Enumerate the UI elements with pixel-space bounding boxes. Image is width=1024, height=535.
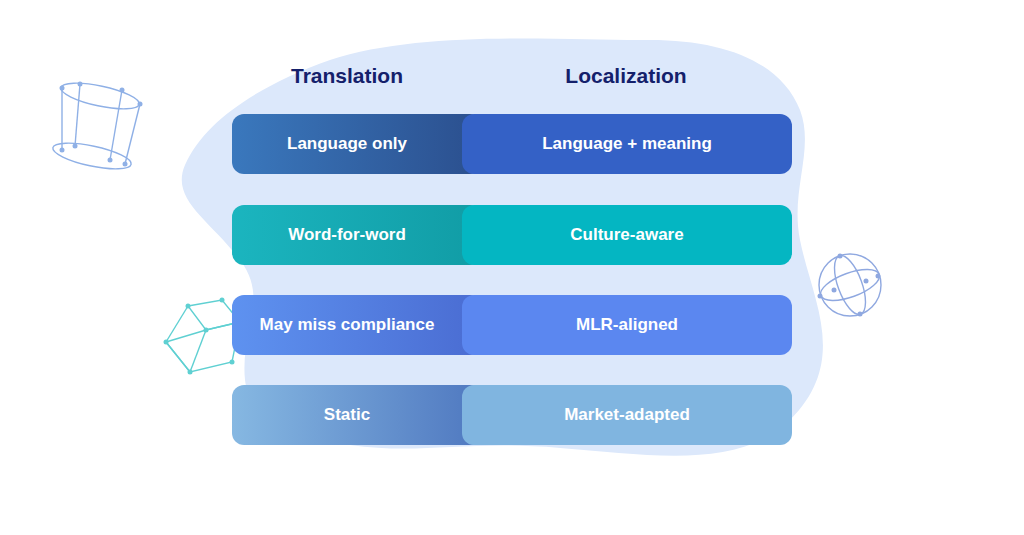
localization-cell: Culture-aware xyxy=(462,205,792,265)
cell-text: Language only xyxy=(287,134,407,154)
cell-text: MLR-aligned xyxy=(576,315,678,335)
cell-text: May miss compliance xyxy=(260,315,435,335)
translation-cell: Static xyxy=(232,385,482,445)
cell-text: Static xyxy=(324,405,370,425)
cube-icon xyxy=(164,298,243,375)
column-heading: Localization xyxy=(565,64,686,88)
translation-cell: Language only xyxy=(232,114,482,174)
cell-text: Word-for-word xyxy=(288,225,406,245)
cell-text: Language + meaning xyxy=(542,134,712,154)
localization-cell: Language + meaning xyxy=(462,114,792,174)
cylinder-icon xyxy=(51,78,143,174)
column-heading: Translation xyxy=(291,64,403,88)
background-blob xyxy=(182,38,823,455)
cell-text: Market-adapted xyxy=(564,405,690,425)
cell-text: Culture-aware xyxy=(570,225,683,245)
translation-cell: May miss compliance xyxy=(232,295,482,355)
localization-cell: MLR-aligned xyxy=(462,295,792,355)
translation-cell: Word-for-word xyxy=(232,205,482,265)
sphere-icon xyxy=(817,252,883,318)
localization-cell: Market-adapted xyxy=(462,385,792,445)
